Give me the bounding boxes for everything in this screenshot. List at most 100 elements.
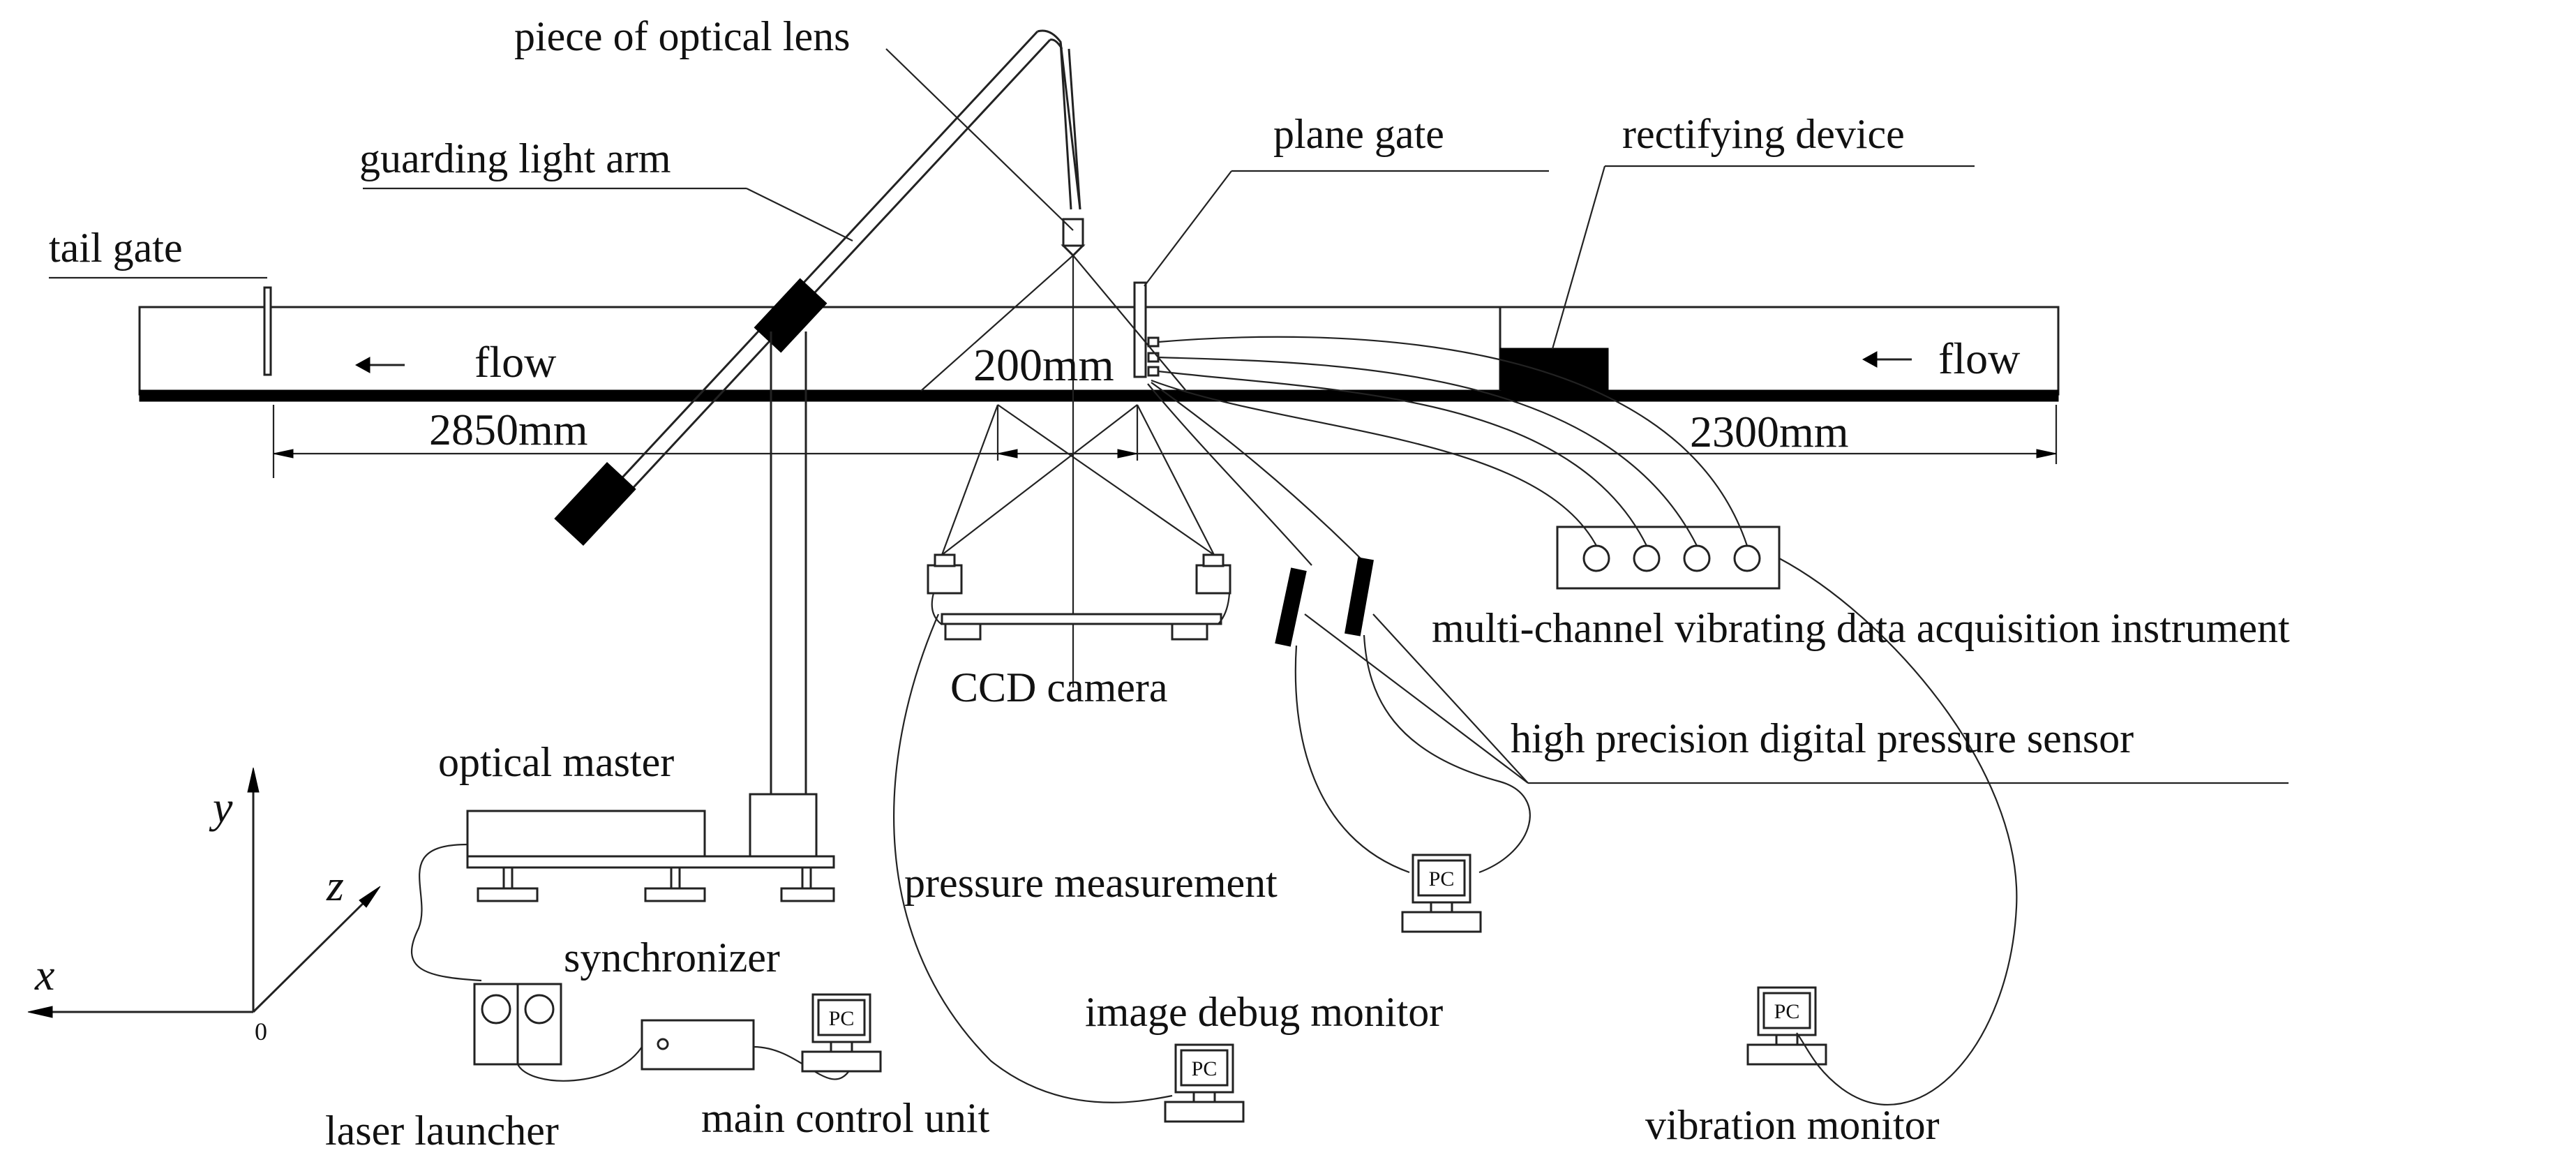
camera-ray (941, 404, 999, 556)
leader-line (746, 188, 853, 241)
light-sheet-edge (920, 255, 1074, 392)
pc-monitor-screen (1762, 992, 1811, 1029)
ccd-cameras (927, 307, 1231, 687)
rectifying-device (1499, 348, 1609, 391)
label-synchronizer: synchronizer (564, 934, 780, 981)
label-axis-y: y (209, 782, 233, 832)
sensor-tap (1147, 366, 1160, 377)
pc-keyboard (801, 1050, 882, 1073)
leader-line (1144, 170, 1232, 287)
pc-label: PC (1429, 867, 1455, 891)
label-plane-gate: plane gate (1273, 111, 1444, 157)
camera-ray (1137, 404, 1215, 556)
synchronizer-led (657, 1038, 669, 1050)
plane-gate-plate (1133, 281, 1147, 378)
instrument-port (1582, 544, 1610, 572)
lens-tip (1061, 244, 1086, 258)
label-tail-gate: tail gate (49, 225, 183, 271)
label-flow-left: flow (474, 337, 556, 387)
dim-arrowhead (997, 449, 1018, 459)
label-pressure-measurement: pressure measurement (904, 860, 1278, 906)
camera-ray (941, 404, 1138, 556)
sensor-cable (1151, 382, 1368, 566)
pc-stand (1775, 1034, 1799, 1046)
instrument-port (1683, 544, 1711, 572)
leader-line (1372, 613, 1529, 784)
leader-line (885, 48, 1074, 231)
label-pressure-sensor: high precision digital pressure sensor (1511, 715, 2134, 761)
multichannel-instrument (1556, 526, 1781, 590)
camera-rail (941, 613, 1222, 625)
flume-bed (139, 389, 2059, 402)
label-optical-master: optical master (438, 739, 674, 785)
optical-master-foot (477, 887, 539, 902)
tail-gate-plate (263, 286, 272, 376)
pc-monitor-screen (1417, 859, 1466, 897)
label-axis-x: x (34, 950, 54, 999)
coordinate-axes (27, 767, 381, 1018)
flow-left-arrowhead (354, 357, 370, 373)
pc-stand (1192, 1091, 1216, 1103)
ccd-camera-left-top (934, 553, 956, 567)
z-axis-arrowhead (359, 886, 381, 908)
arm-rail (597, 38, 1051, 526)
sensor-cable (1147, 383, 1312, 566)
optical-master-foot (780, 887, 835, 902)
pc-keyboard (1401, 911, 1482, 933)
sensor-cable (1158, 370, 1647, 546)
leader-line (1551, 165, 1606, 350)
instrument-port (1733, 544, 1761, 572)
dim-arrowhead (2036, 449, 2057, 459)
vibration-cable (1779, 558, 2018, 1105)
leader-lines (49, 48, 2289, 784)
pressure-sensors (1275, 557, 1531, 874)
arm-drop (1068, 48, 1081, 210)
optical-master-leg (801, 866, 812, 890)
flow-right-arrowhead (1862, 351, 1878, 368)
label-optical-lens: piece of optical lens (514, 13, 850, 59)
pc-label: PC (829, 1007, 855, 1030)
ccd-camera-right (1195, 564, 1231, 595)
pc-vibration-monitor: PC (1746, 986, 1827, 1066)
camera-rail-foot (1171, 623, 1208, 641)
arm-rail (585, 30, 1039, 518)
label-image-debug: image debug monitor (1085, 989, 1443, 1035)
label-origin: 0 (255, 1018, 267, 1045)
dim-arrowhead (273, 449, 294, 459)
pc-pressure-measurement: PC (1401, 854, 1482, 933)
ccd-camera-right-top (1202, 553, 1225, 567)
label-guarding-light-arm: guarding light arm (359, 135, 671, 181)
label-rectifying-device: rectifying device (1622, 111, 1905, 157)
sensor-tap (1147, 352, 1160, 363)
label-axis-z: z (326, 861, 344, 910)
arm-drop (1059, 41, 1072, 210)
optical-master-box (466, 810, 706, 858)
label-dim-200: 200mm (973, 340, 1114, 391)
label-vibration-monitor: vibration monitor (1645, 1102, 1940, 1148)
label-ccd-camera: CCD camera (950, 664, 1168, 710)
label-dim-2300: 2300mm (1690, 407, 1849, 456)
camera-ray (997, 404, 1215, 556)
dim-arrowhead (1117, 449, 1138, 459)
optical-master-column (749, 793, 818, 858)
sensor-cable (1158, 336, 1748, 546)
arm-block-upper (754, 278, 828, 353)
laser-lens (524, 994, 555, 1025)
camera-debug-cable (893, 613, 1173, 1103)
label-flow-right: flow (1938, 334, 2020, 383)
flow-arrows (354, 351, 1912, 373)
ccd-camera-left (927, 564, 963, 595)
optical-master (466, 332, 835, 902)
pc-monitor-screen (817, 999, 866, 1036)
sensor-cable (1151, 379, 1597, 546)
flume (138, 281, 2060, 402)
light-sheet-edge (1072, 255, 1187, 392)
pressure-cable (1294, 645, 1410, 874)
camera-left-cable (931, 593, 943, 625)
pc-label: PC (1774, 1000, 1800, 1023)
sensor-tap (1147, 336, 1160, 348)
z-axis (252, 892, 375, 1013)
pc-stand (830, 1041, 853, 1053)
dimension-lines (272, 405, 2058, 478)
pc-keyboard (1746, 1043, 1827, 1066)
